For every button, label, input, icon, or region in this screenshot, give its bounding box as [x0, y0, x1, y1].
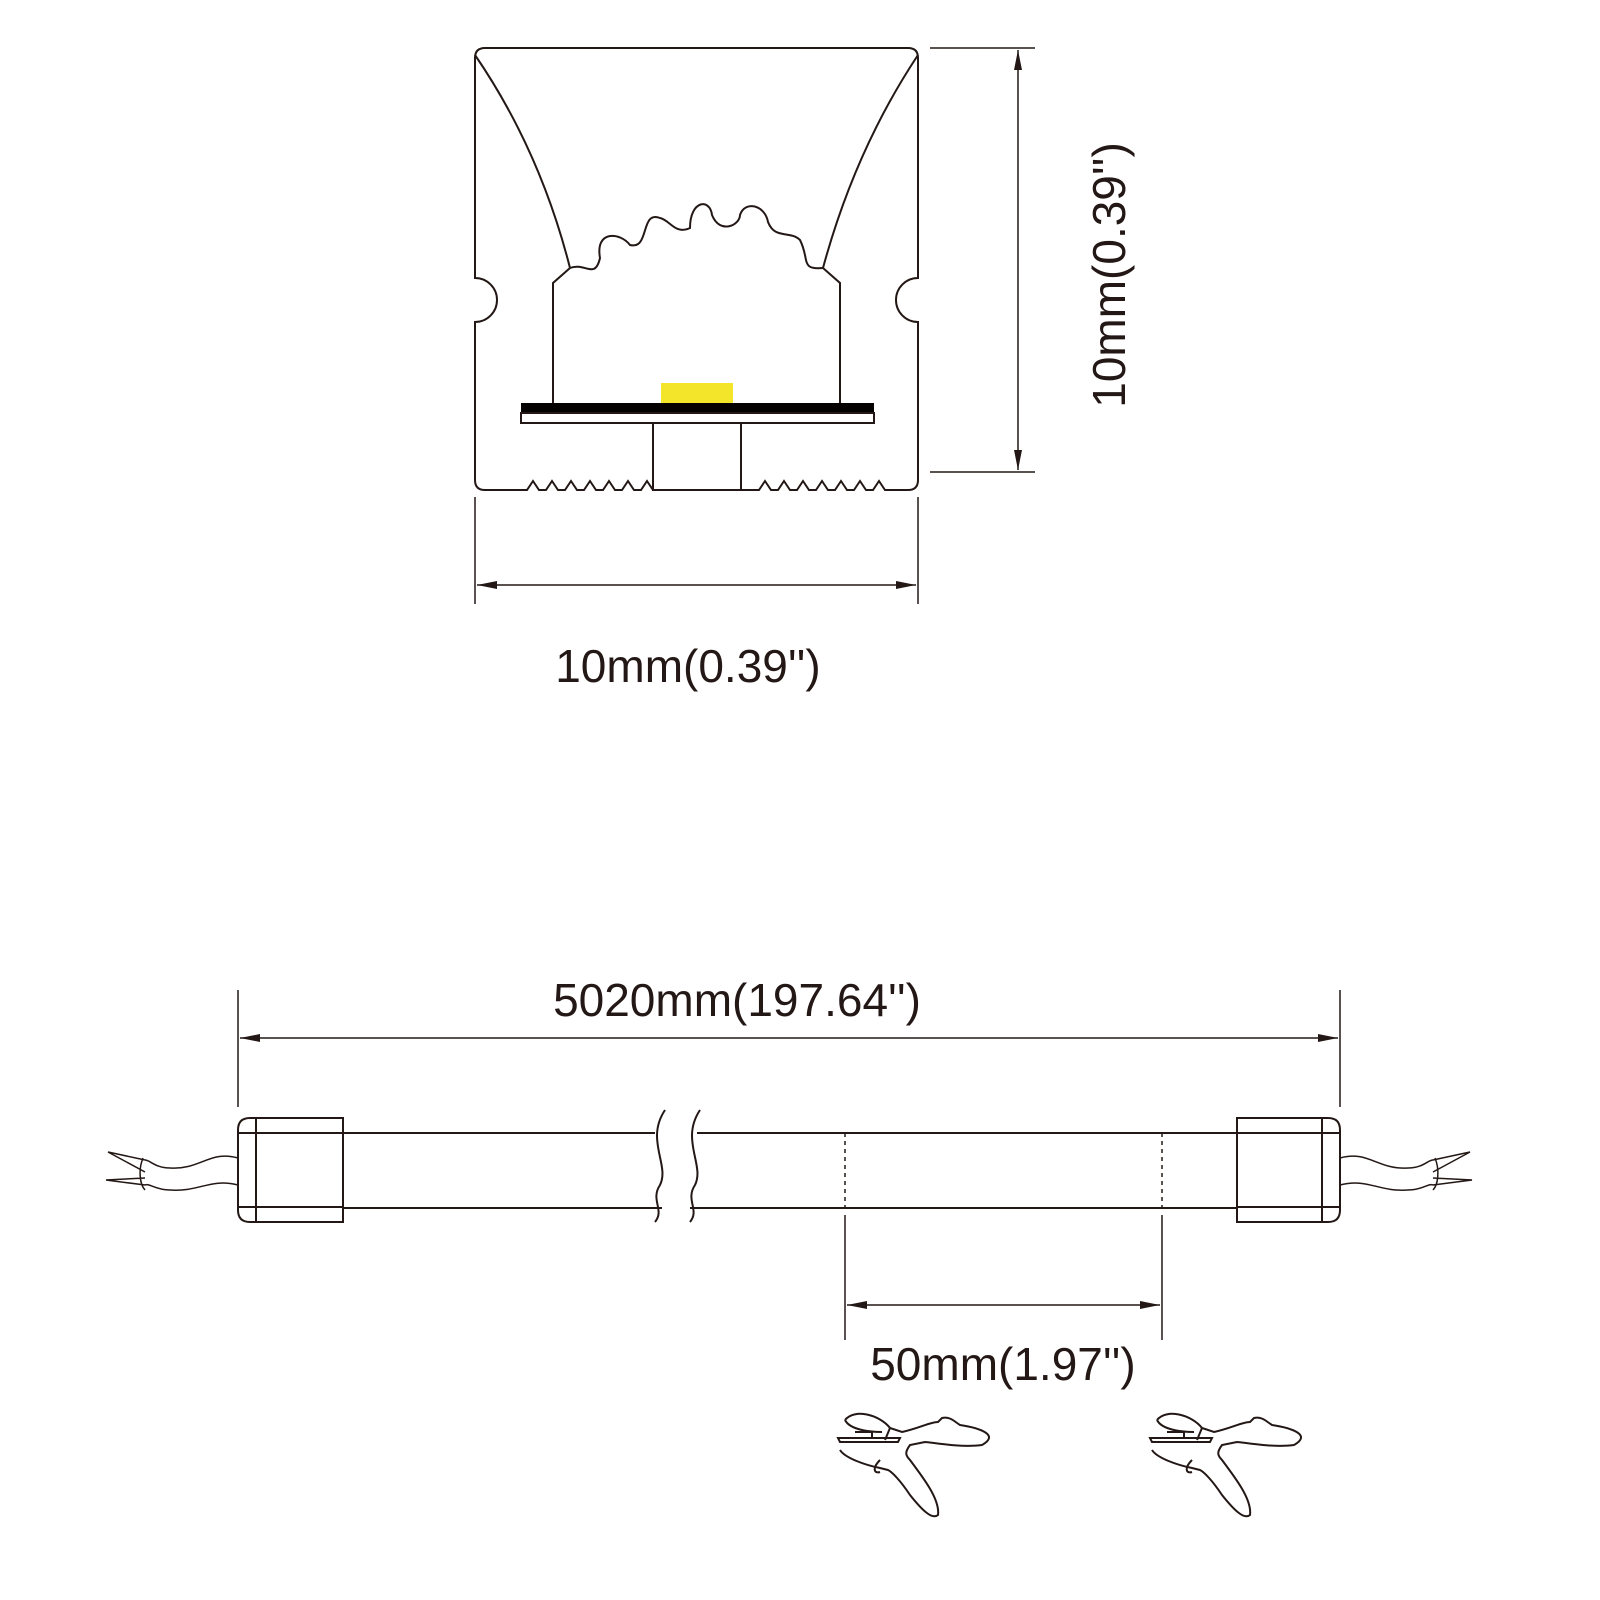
break-mark [654, 1109, 701, 1223]
cut-unit-label: 50mm(1.97'') [870, 1338, 1136, 1390]
length-dimension: 5020mm(197.64'') [237, 974, 1341, 1107]
cut-unit-dimension: 50mm(1.97'') [844, 1215, 1163, 1390]
outer-profile [474, 47, 919, 491]
end-cap-right [1236, 1117, 1341, 1223]
lead-wires-left [105, 1151, 239, 1191]
lead-wires-right [1339, 1151, 1473, 1191]
reflector-right [822, 54, 919, 269]
width-dimension: 10mm(0.39'') [474, 497, 919, 692]
end-cap-left [237, 1117, 344, 1223]
cross-section-view [474, 47, 919, 491]
length-label: 5020mm(197.64'') [553, 974, 921, 1026]
height-label: 10mm(0.39'') [1083, 142, 1135, 408]
tube-body [343, 1132, 1237, 1209]
scissors-icon-right [1149, 1412, 1303, 1518]
height-dimension: 10mm(0.39'') [930, 47, 1135, 473]
inner-chamber [552, 267, 841, 403]
base-channel [652, 422, 742, 491]
reflector-left [474, 54, 571, 269]
led-chip [661, 383, 733, 403]
scissors-icon-left [837, 1412, 991, 1518]
width-label: 10mm(0.39'') [555, 640, 821, 692]
adhesive-backing [520, 412, 875, 424]
strip-side-view [105, 1109, 1473, 1223]
pcb-board [521, 403, 874, 413]
diffuser-dome [569, 203, 824, 271]
